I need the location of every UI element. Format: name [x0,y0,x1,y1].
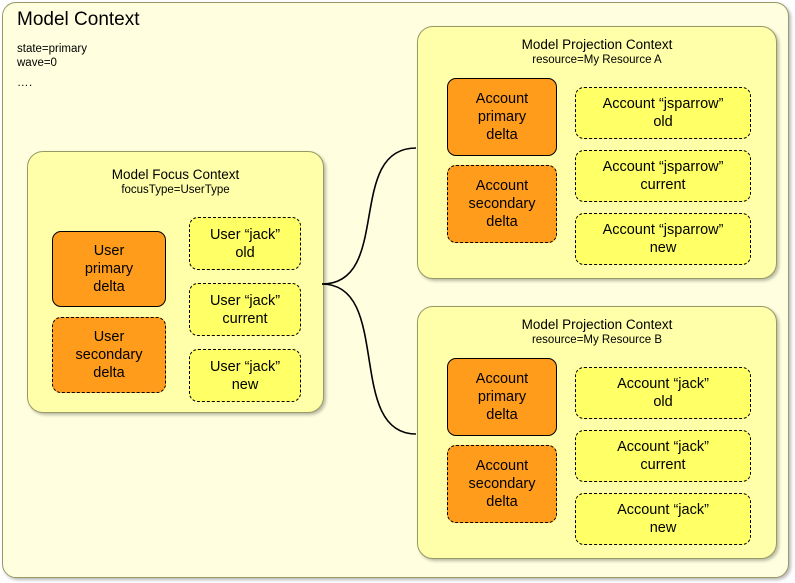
node-user-jack-current-label: User “jack”current [209,292,281,327]
node-user-jack-new[interactable]: User “jack”new [189,349,301,402]
node-user-jack-current[interactable]: User “jack”current [189,283,301,336]
property-state: state=primary [17,43,87,55]
focus-context-subtitle: focusType=UserType [121,184,230,196]
node-account-jsparrow-new[interactable]: Account “jsparrow”new [575,213,751,265]
node-account-jack-new-label: Account “jack”new [617,502,709,536]
node-account-jack-new[interactable]: Account “jack”new [575,493,751,545]
node-account-jack-current[interactable]: Account “jack”current [575,430,751,482]
projection-b-title: Model Projection Context [521,317,673,332]
model-focus-context-panel[interactable]: Model Focus Context focusType=UserType U… [27,151,324,413]
model-projection-context-a-panel[interactable]: Model Projection Context resource=My Res… [417,26,777,279]
projection-a-subtitle: resource=My Resource A [532,54,662,66]
node-account-jsparrow-current-label: Account “jsparrow”current [602,159,724,193]
projection-a-title: Model Projection Context [521,37,673,52]
node-user-jack-new-label: User “jack”new [209,358,281,393]
node-account-jack-old[interactable]: Account “jack”old [575,367,751,419]
model-projection-context-b-panel[interactable]: Model Projection Context resource=My Res… [417,306,777,559]
property-wave: wave=0 [17,57,57,69]
projection-b-subtitle: resource=My Resource B [531,334,663,346]
focus-context-header: Model Focus Context focusType=UserType [28,166,323,197]
node-user-jack-old[interactable]: User “jack”old [189,217,301,270]
node-account-jsparrow-old[interactable]: Account “jsparrow”old [575,87,751,139]
node-account-jsparrow-current[interactable]: Account “jsparrow”current [575,150,751,202]
node-account-jack-old-label: Account “jack”old [617,376,709,410]
page-title: Model Context [17,9,140,30]
node-account-jsparrow-new-label: Account “jsparrow”new [602,222,724,256]
node-account-jsparrow-old-label: Account “jsparrow”old [602,96,724,130]
property-ellipsis: …. [17,77,33,89]
focus-context-title: Model Focus Context [111,167,240,182]
node-user-jack-old-label: User “jack”old [209,226,281,261]
node-account-jack-current-label: Account “jack”current [617,439,709,473]
projection-b-header: Model Projection Context resource=My Res… [418,316,776,347]
model-context-properties: state=primary wave=0 …. [17,42,87,90]
model-context-panel: Model Context state=primary wave=0 …. Mo… [2,2,789,578]
projection-a-header: Model Projection Context resource=My Res… [418,36,776,67]
